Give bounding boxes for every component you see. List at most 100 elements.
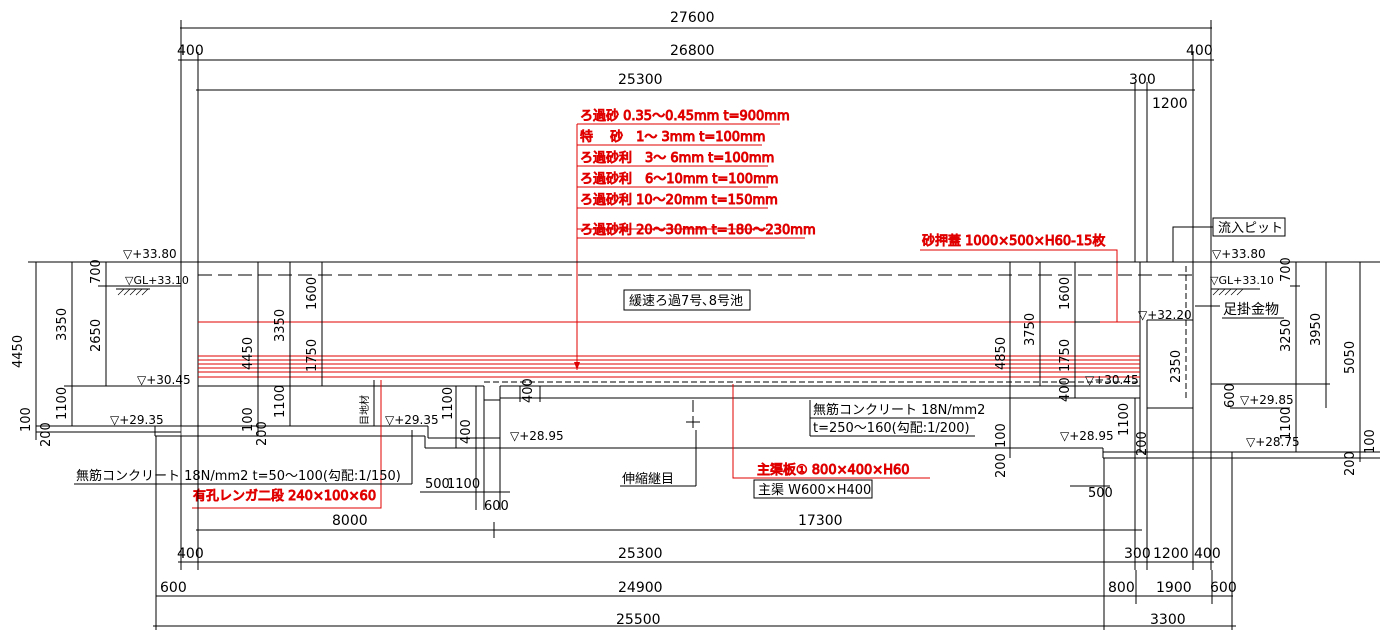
inlet-pit-callout: 流入ピット [1172,217,1286,262]
plain-concrete-right-2: t=250～160(勾配:1/200) [813,421,970,436]
dim-mid-400b: 400 [521,378,536,403]
dim-far-3250: 3250 [1279,319,1294,352]
filter-layer-2: 特 砂 1～ 3mm t=100mm [580,130,765,145]
inlet-pit-label: 流入ピット [1218,221,1283,236]
sand-cover-label: 砂押蓋 1000×500×H60-15枚 [922,234,1105,249]
dim-bot-400-left: 400 [177,546,204,562]
plain-concrete-left-note: 無筋コンクリート 18N/mm2 t=50～100(勾配:1/150) [74,430,413,485]
dim-mid-500: 500 [425,477,450,492]
level-2935-mid: ▽+29.35 [385,413,439,427]
dim-top-wall-right: 400 [1186,43,1213,59]
step-hardware-label: 足掛金物 [1223,302,1279,318]
dim-right-200b: 200 [1135,431,1150,456]
plain-concrete-left: 無筋コンクリート 18N/mm2 t=50～100(勾配:1/150) [76,468,401,484]
dim-far-3950: 3950 [1309,313,1324,346]
dim-in-1600: 1600 [305,277,320,310]
dim-bot-25500: 25500 [616,612,661,628]
dim-in-4450: 4450 [241,337,256,370]
dim-in-100: 100 [241,407,256,432]
filter-layer-6: ろ過砂利 20～30mm t=180～230mm [580,223,816,238]
dim-top-inner: 26800 [670,43,715,59]
level-2895-mid: ▽+28.95 [510,429,564,443]
dim-far-100: 100 [1363,429,1378,454]
dim-bot-600-right: 600 [1210,580,1237,596]
main-channel-plate-label: 主渠板① 800×400×H60 [757,463,910,478]
dim-top-total: 27600 [670,10,715,26]
dim-bot-24900: 24900 [618,580,663,596]
dim-bot-8000: 8000 [332,513,368,529]
expansion-joint-label: 伸縮継目 [622,471,674,487]
dim-right-3750: 3750 [1023,313,1038,346]
dim-in-1100: 1100 [273,385,288,418]
bottom-dimensions: 8000 17300 400 25300 300 1200 400 600 24… [153,386,1237,630]
dim-right-100: 100 [994,423,1009,448]
dim-right-400: 400 [1058,377,1073,402]
level-3045-right: ▽+30.45 [1085,373,1139,387]
dim-right-1600: 1600 [1058,277,1073,310]
main-channel-callouts: 主渠板① 800×400×H60 主渠 W600×H400 無筋コンクリート 1… [732,384,985,499]
dim-bot-600-left: 600 [160,580,187,596]
filter-layer-3: ろ過砂利 3～ 6mm t=100mm [580,151,774,166]
dim-top-300: 300 [1129,72,1156,88]
dim-bot-25300: 25300 [618,546,663,562]
basin-name: 緩速ろ過7号､8号池 [629,294,743,309]
dim-left-1100: 1100 [55,387,70,420]
gl-right: ▽GL+33.10 [1210,274,1274,287]
dim-bot-300: 300 [1124,546,1151,562]
top-dimensions: 27600 400 26800 400 25300 300 1200 [177,10,1214,262]
sand-cover-callout: 砂押蓋 1000×500×H60-15枚 [920,234,1135,323]
dim-left-100: 100 [19,407,34,432]
basin-name-box: 緩速ろ過7号､8号池 [623,289,751,311]
gl-left: ▽GL+33.10 [125,274,189,287]
dim-left-3350: 3350 [55,308,70,341]
dim-right-1750: 1750 [1058,339,1073,372]
dim-bot-1900: 1900 [1156,580,1192,596]
filter-layer-5: ろ過砂利 10～20mm t=150mm [580,193,778,208]
level-3220: ▽+32.20 [1138,308,1192,322]
dim-in-3350: 3350 [273,309,288,342]
dim-in-1750: 1750 [305,339,320,372]
dim-bot-3300: 3300 [1150,612,1186,628]
inner-left-dimensions: 4450 3350 1600 1750 1100 100 200 目地材 ▽+2… [192,262,439,509]
dim-bot-400-right: 400 [1194,546,1221,562]
dim-right-4850: 4850 [994,337,1009,370]
level-3380-right: ▽+33.80 [1212,247,1266,261]
dim-mid-1100: 1100 [441,387,456,420]
dim-left-4450: 4450 [11,335,26,368]
dim-far-1100: 1100 [1279,407,1294,440]
left-vertical-dimensions: 4450 3350 700 2650 1100 100 200 ▽+33.80 … [11,247,191,447]
level-3380-left: ▽+33.80 [123,247,177,261]
dim-in-200: 200 [255,421,270,446]
dim-top-wall-left: 400 [177,43,204,59]
dim-far-200: 200 [1343,451,1358,476]
dim-top-1200: 1200 [1152,96,1188,112]
dim-right-500: 500 [1088,486,1113,501]
perforated-brick-label: 有孔レンガ二段 240×100×60 [193,489,376,504]
dim-mid-1100b: 1100 [447,477,480,492]
filter-layer-4: ろ過砂利 6～10mm t=100mm [580,172,778,187]
level-2985: ▽+29.85 [1240,393,1294,407]
dim-left-2650: 2650 [89,319,104,352]
level-2875: ▽+28.75 [1246,435,1300,449]
dim-far-5050: 5050 [1343,341,1358,374]
dim-bot-800: 800 [1108,580,1135,596]
dim-right-1100: 1100 [1117,403,1132,436]
mid-dimensions: 1100 400 400 ▽+28.95 500 1100 600 伸縮継目 [420,378,697,514]
dim-bot-1200: 1200 [1153,546,1189,562]
dim-far-700: 700 [1279,257,1294,282]
dim-pit-600: 600 [1223,383,1238,408]
dim-right-200: 200 [994,453,1009,478]
level-3045-left: ▽+30.45 [137,373,191,387]
joint-material-label: 目地材 [358,395,371,425]
dim-left-200: 200 [39,422,54,447]
plain-concrete-right-1: 無筋コンクリート 18N/mm2 [813,402,985,418]
filter-layer-1: ろ過砂 0.35～0.45mm t=900mm [580,109,790,124]
dim-right-2350: 2350 [1169,350,1184,383]
dim-top-basin: 25300 [618,72,663,88]
level-2935-left: ▽+29.35 [110,413,164,427]
level-2895-right: ▽+28.95 [1060,429,1114,443]
basin-structure [36,261,1380,459]
dim-mid-400a: 400 [459,419,474,444]
dim-mid-600: 600 [484,499,509,514]
